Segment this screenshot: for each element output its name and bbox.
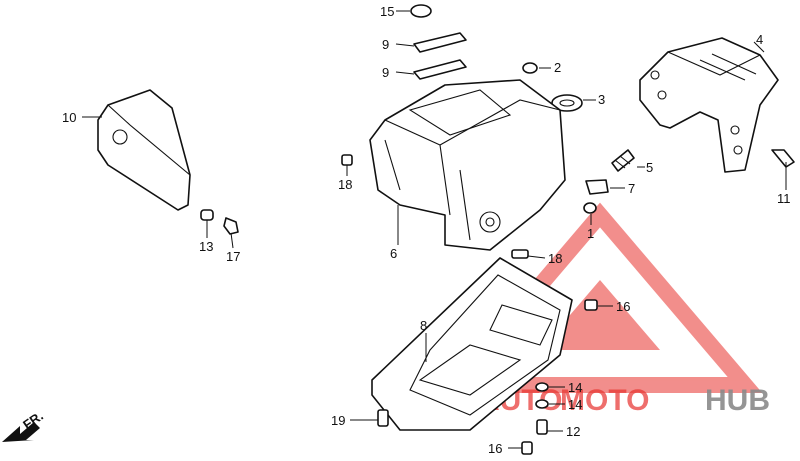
callout-16-upper: 16 [616,299,630,314]
part-13-bolt [200,209,214,221]
part-18-bolt-left [341,154,353,166]
callout-18-left: 18 [338,177,352,192]
callout-7: 7 [628,181,635,196]
callout-10: 10 [62,110,76,125]
part-16-bolt-upper [584,299,598,311]
part-2-grommet [522,62,538,74]
front-arrow-icon [2,422,40,442]
part-8-skid-plate [371,257,573,431]
callout-18-right: 18 [548,251,562,266]
part-3-rubber-mount [551,94,583,112]
part-18-bolt-right [511,249,529,259]
callout-17: 17 [226,249,240,264]
front-marker-label: FR. [20,408,46,432]
callout-16-lower: 16 [488,441,502,456]
watermark-text-moto: MOTO [560,384,649,417]
callout-9-upper: 9 [382,37,389,52]
callout-4: 4 [756,32,763,47]
callout-5: 5 [646,160,653,175]
watermark-triangle-inner [540,280,660,350]
part-6-frame [369,79,566,251]
callout-8: 8 [420,318,427,333]
part-7-clip [585,179,609,195]
watermark-text-hub: HUB [705,384,770,417]
part-14-washer-upper [535,382,549,392]
leader-lines [82,10,787,449]
callout-11: 11 [777,191,791,206]
part-1-cap [583,202,597,214]
callout-14-lower: 14 [568,397,582,412]
part-14-washer-lower [535,399,549,409]
callout-15: 15 [380,4,394,19]
callout-13: 13 [199,239,213,254]
callout-2: 2 [554,60,561,75]
part-12-bolt [536,419,548,435]
part-16-bolt-lower [521,441,533,455]
callout-6: 6 [390,246,397,261]
part-9-plate-upper [413,32,467,53]
part-15-nut [410,4,432,18]
part-9-plate-lower [413,59,467,80]
part-11-bolt [771,149,795,168]
callout-1: 1 [587,226,594,241]
part-4-bracket [639,37,779,173]
callout-12: 12 [566,424,580,439]
callout-19: 19 [331,413,345,428]
part-10-cover [97,89,191,211]
part-5-spring [611,149,635,172]
part-17-bolt [223,217,239,235]
part-19-bolt [377,409,389,427]
callout-3: 3 [598,92,605,107]
callout-9-lower: 9 [382,65,389,80]
callout-14-upper: 14 [568,380,582,395]
